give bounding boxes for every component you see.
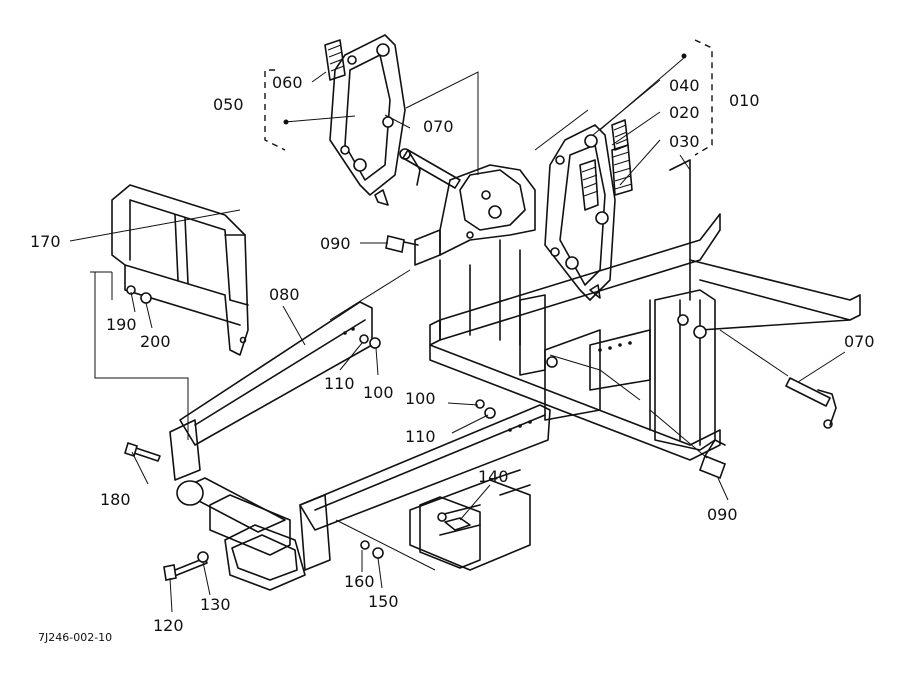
callout-140: 140 <box>478 467 509 486</box>
callout-070-right: 070 <box>844 332 875 351</box>
callout-090-lower: 090 <box>707 505 738 524</box>
callout-110-upper: 110 <box>324 374 355 393</box>
upper-left-bracket <box>264 34 406 206</box>
main-frame <box>429 213 861 461</box>
callout-120: 120 <box>153 616 184 635</box>
callout-020: 020 <box>669 103 700 122</box>
callout-060: 060 <box>272 73 303 92</box>
reference-dot <box>283 119 289 125</box>
leader-lines <box>69 56 846 613</box>
right-pin-and-bolt <box>385 235 837 480</box>
callout-070-upper: 070 <box>423 117 454 136</box>
upper-middle-bracket <box>399 148 536 266</box>
callout-190: 190 <box>106 315 137 334</box>
callout-100-upper: 100 <box>363 383 394 402</box>
drawing-code: 7J246-002-10 <box>38 631 112 644</box>
callout-150: 150 <box>368 592 399 611</box>
callout-180: 180 <box>100 490 131 509</box>
callout-130: 130 <box>200 595 231 614</box>
callout-110-lower: 110 <box>405 427 436 446</box>
reference-dot <box>681 53 687 59</box>
callout-050: 050 <box>213 95 244 114</box>
lower-sub-frame <box>409 469 531 571</box>
callout-labels: 010 020 030 040 050 060 070 070 080 090 … <box>30 73 875 635</box>
lower-arms <box>124 301 551 591</box>
callout-170: 170 <box>30 232 61 251</box>
callout-040: 040 <box>669 76 700 95</box>
callout-160: 160 <box>344 572 375 591</box>
callout-100-lower: 100 <box>405 389 436 408</box>
upper-right-bracket <box>544 39 713 301</box>
callout-010: 010 <box>729 91 760 110</box>
callout-090-upper: 090 <box>320 234 351 253</box>
callout-080: 080 <box>269 285 300 304</box>
callout-030: 030 <box>669 132 700 151</box>
callout-200: 200 <box>140 332 171 351</box>
